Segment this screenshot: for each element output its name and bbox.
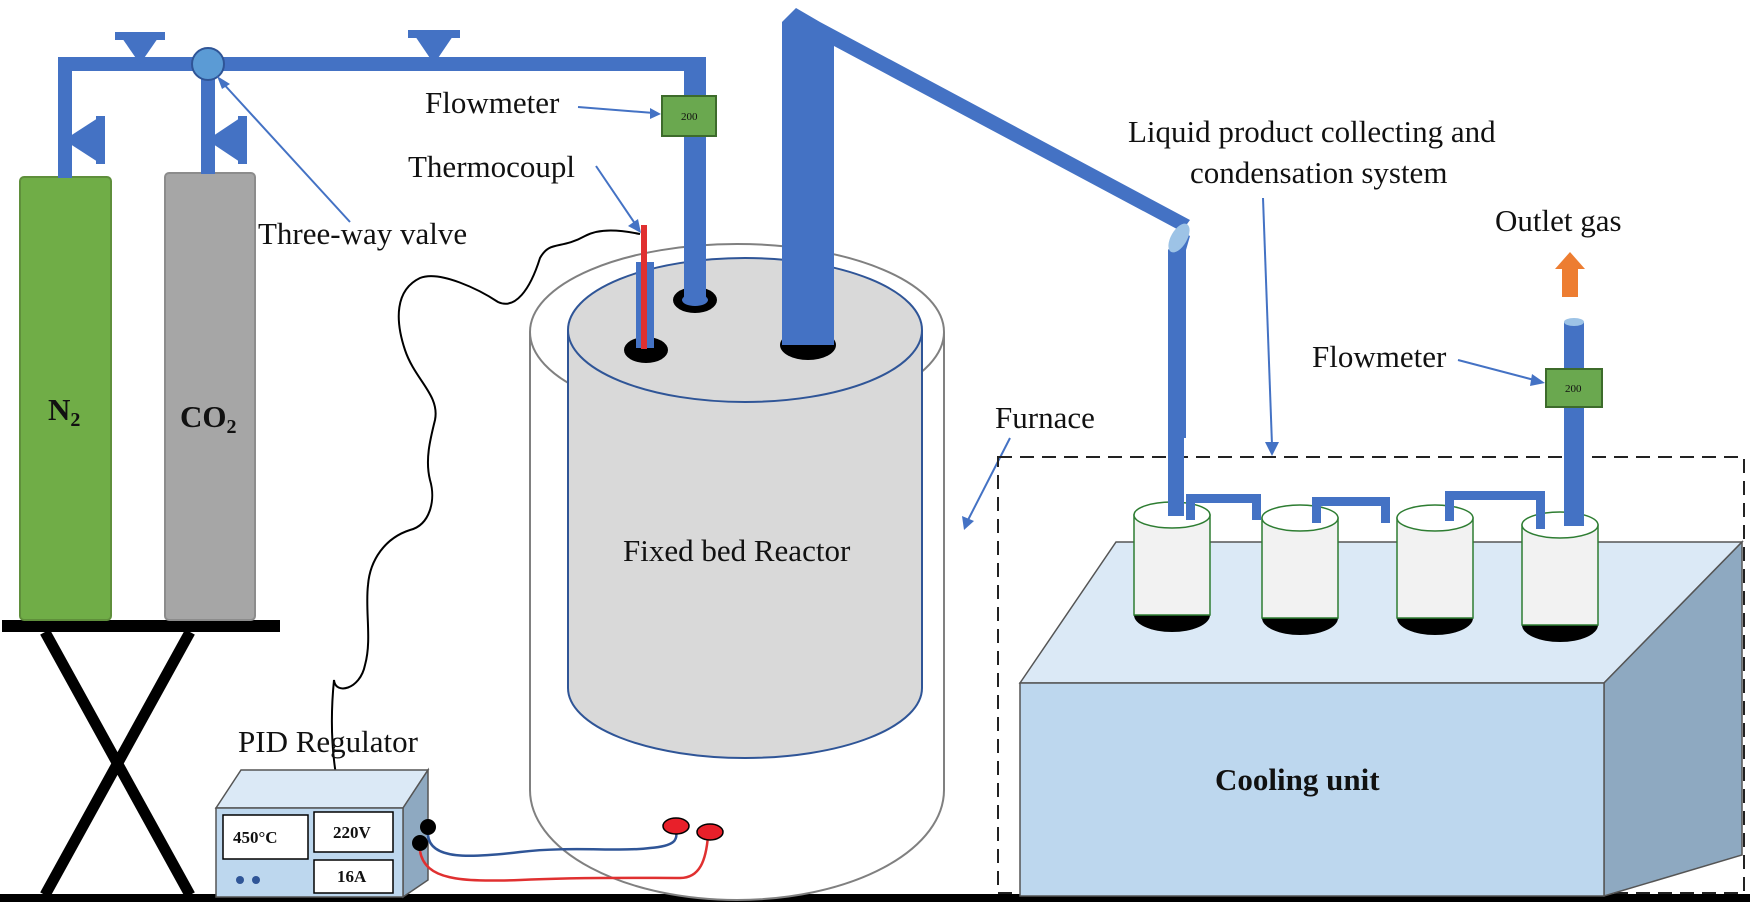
- electrode-cable-red: [418, 835, 710, 882]
- liquid-collect-leader: [1262, 197, 1273, 446]
- three-way-valve-leader: [219, 79, 351, 223]
- n2-cylinder: N2: [19, 176, 112, 621]
- furnace-label: Furnace: [995, 400, 1095, 435]
- condenser-tubing: [1168, 438, 1545, 529]
- liquid-collect-label-line1: Liquid product collecting and: [1128, 114, 1496, 149]
- svg-text:N2: N2: [48, 392, 80, 431]
- liquid-collect-label-line2: condensation system: [1190, 155, 1447, 190]
- outlet-flowmeter-readout: 200: [1565, 383, 1582, 395]
- inlet-flowmeter: [661, 95, 717, 137]
- outlet-flowmeter: [1545, 368, 1603, 408]
- pid-terminal: [420, 819, 436, 835]
- outlet-flowmeter-leader: [1457, 359, 1539, 382]
- electrode-cable-blue: [426, 829, 678, 858]
- reactor-inlet-pipe: [684, 200, 706, 302]
- pid-terminal: [412, 835, 428, 851]
- valve-icon: [408, 30, 460, 64]
- reactor-label: Fixed bed Reactor: [623, 533, 851, 568]
- condenser-bottle: [1261, 504, 1339, 635]
- electrode-connector: [662, 817, 690, 835]
- condenser-bottles: [1133, 501, 1599, 642]
- condenser-bottle: [1133, 501, 1211, 632]
- three-way-valve-label: Three-way valve: [258, 216, 467, 251]
- inlet-flowmeter-leader: [577, 106, 655, 114]
- pid-regulator-label: PID Regulator: [238, 724, 419, 759]
- outlet-gas-label: Outlet gas: [1495, 203, 1622, 238]
- svg-text:CO2: CO2: [180, 399, 237, 438]
- thermocouple-wire: [330, 229, 641, 776]
- valve-icon: [207, 116, 247, 164]
- pid-temperature-display: 450°C: [233, 828, 278, 847]
- fixed-bed-reactor: [567, 257, 923, 759]
- pid-regulator: [214, 767, 430, 899]
- condensation-system-boundary: [997, 456, 1745, 894]
- condenser-bottle: [1521, 511, 1599, 642]
- cooling-unit: [1018, 540, 1744, 898]
- thermocouple-label: Thermocoupl: [408, 149, 575, 184]
- cylinder-stand: [2, 620, 280, 898]
- outlet-flowmeter-label: Flowmeter: [1312, 339, 1447, 374]
- thermocouple-leader: [595, 165, 639, 229]
- co2-cylinder: CO2: [164, 172, 256, 621]
- condenser-bottle: [1396, 504, 1474, 635]
- n2-subscript: 2: [70, 409, 80, 431]
- valve-icon: [64, 116, 105, 164]
- furnace-leader: [967, 437, 1011, 521]
- arrow-up-icon: [1555, 252, 1585, 297]
- three-way-valve-icon: [191, 47, 225, 81]
- pid-current-display: 16A: [337, 867, 367, 886]
- inlet-flowmeter-label: Flowmeter: [425, 85, 560, 120]
- pid-voltage-display: 220V: [333, 823, 372, 842]
- co2-label: CO: [180, 399, 227, 434]
- co2-subscript: 2: [227, 416, 237, 438]
- electrode-connector: [696, 823, 724, 841]
- n2-label: N: [48, 392, 70, 427]
- reactor-outlet-pipe: [782, 8, 1190, 438]
- inlet-flowmeter-readout: 200: [681, 111, 698, 123]
- thermocouple-probe: [641, 225, 647, 349]
- outlet-gas-pipe: [1564, 322, 1584, 526]
- cooling-unit-label: Cooling unit: [1215, 762, 1380, 797]
- valve-icon: [115, 32, 165, 64]
